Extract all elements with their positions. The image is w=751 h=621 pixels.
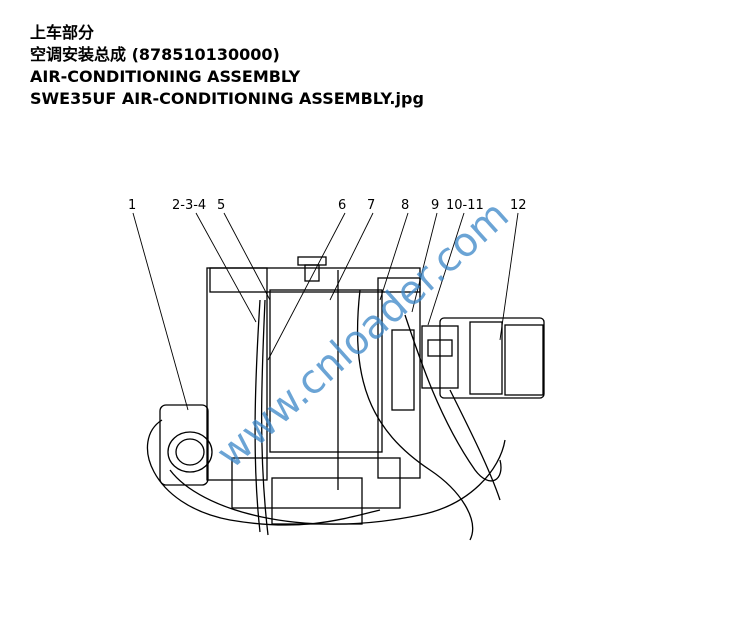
callout-2-3-4: 2-3-4 bbox=[172, 198, 206, 213]
callout-8: 8 bbox=[401, 198, 409, 213]
base-frame bbox=[231, 457, 401, 509]
evaporator-unit bbox=[439, 317, 545, 399]
callout-12: 12 bbox=[510, 198, 527, 213]
condenser-core bbox=[269, 289, 383, 453]
hose-1 bbox=[146, 419, 381, 526]
image-filename: SWE35UF AIR-CONDITIONING ASSEMBLY.jpg bbox=[30, 89, 424, 108]
callout-6: 6 bbox=[338, 198, 346, 213]
compressor bbox=[167, 431, 213, 473]
hose-6 bbox=[356, 289, 474, 541]
assembly-title-en: AIR-CONDITIONING ASSEMBLY bbox=[30, 67, 301, 86]
hose-3 bbox=[260, 299, 269, 536]
receiver-drier bbox=[391, 329, 415, 411]
hose-5 bbox=[404, 314, 502, 482]
assembly-title-cn: 空调安装总成 (878510130000) bbox=[30, 45, 280, 64]
section-title-cn: 上车部分 bbox=[30, 23, 95, 42]
hose-2 bbox=[169, 439, 506, 525]
callout-7: 7 bbox=[367, 198, 375, 213]
hose-4 bbox=[254, 299, 261, 533]
right-frame bbox=[377, 277, 421, 479]
title-block: 上车部分 空调安装总成 (878510130000) AIR-CONDITION… bbox=[30, 22, 424, 110]
leader-lines bbox=[132, 212, 519, 411]
callout-5: 5 bbox=[217, 198, 225, 213]
callout-1: 1 bbox=[128, 198, 136, 213]
callout-9: 9 bbox=[431, 198, 439, 213]
hose-7 bbox=[449, 389, 501, 501]
callout-10-11: 10-11 bbox=[446, 198, 484, 213]
